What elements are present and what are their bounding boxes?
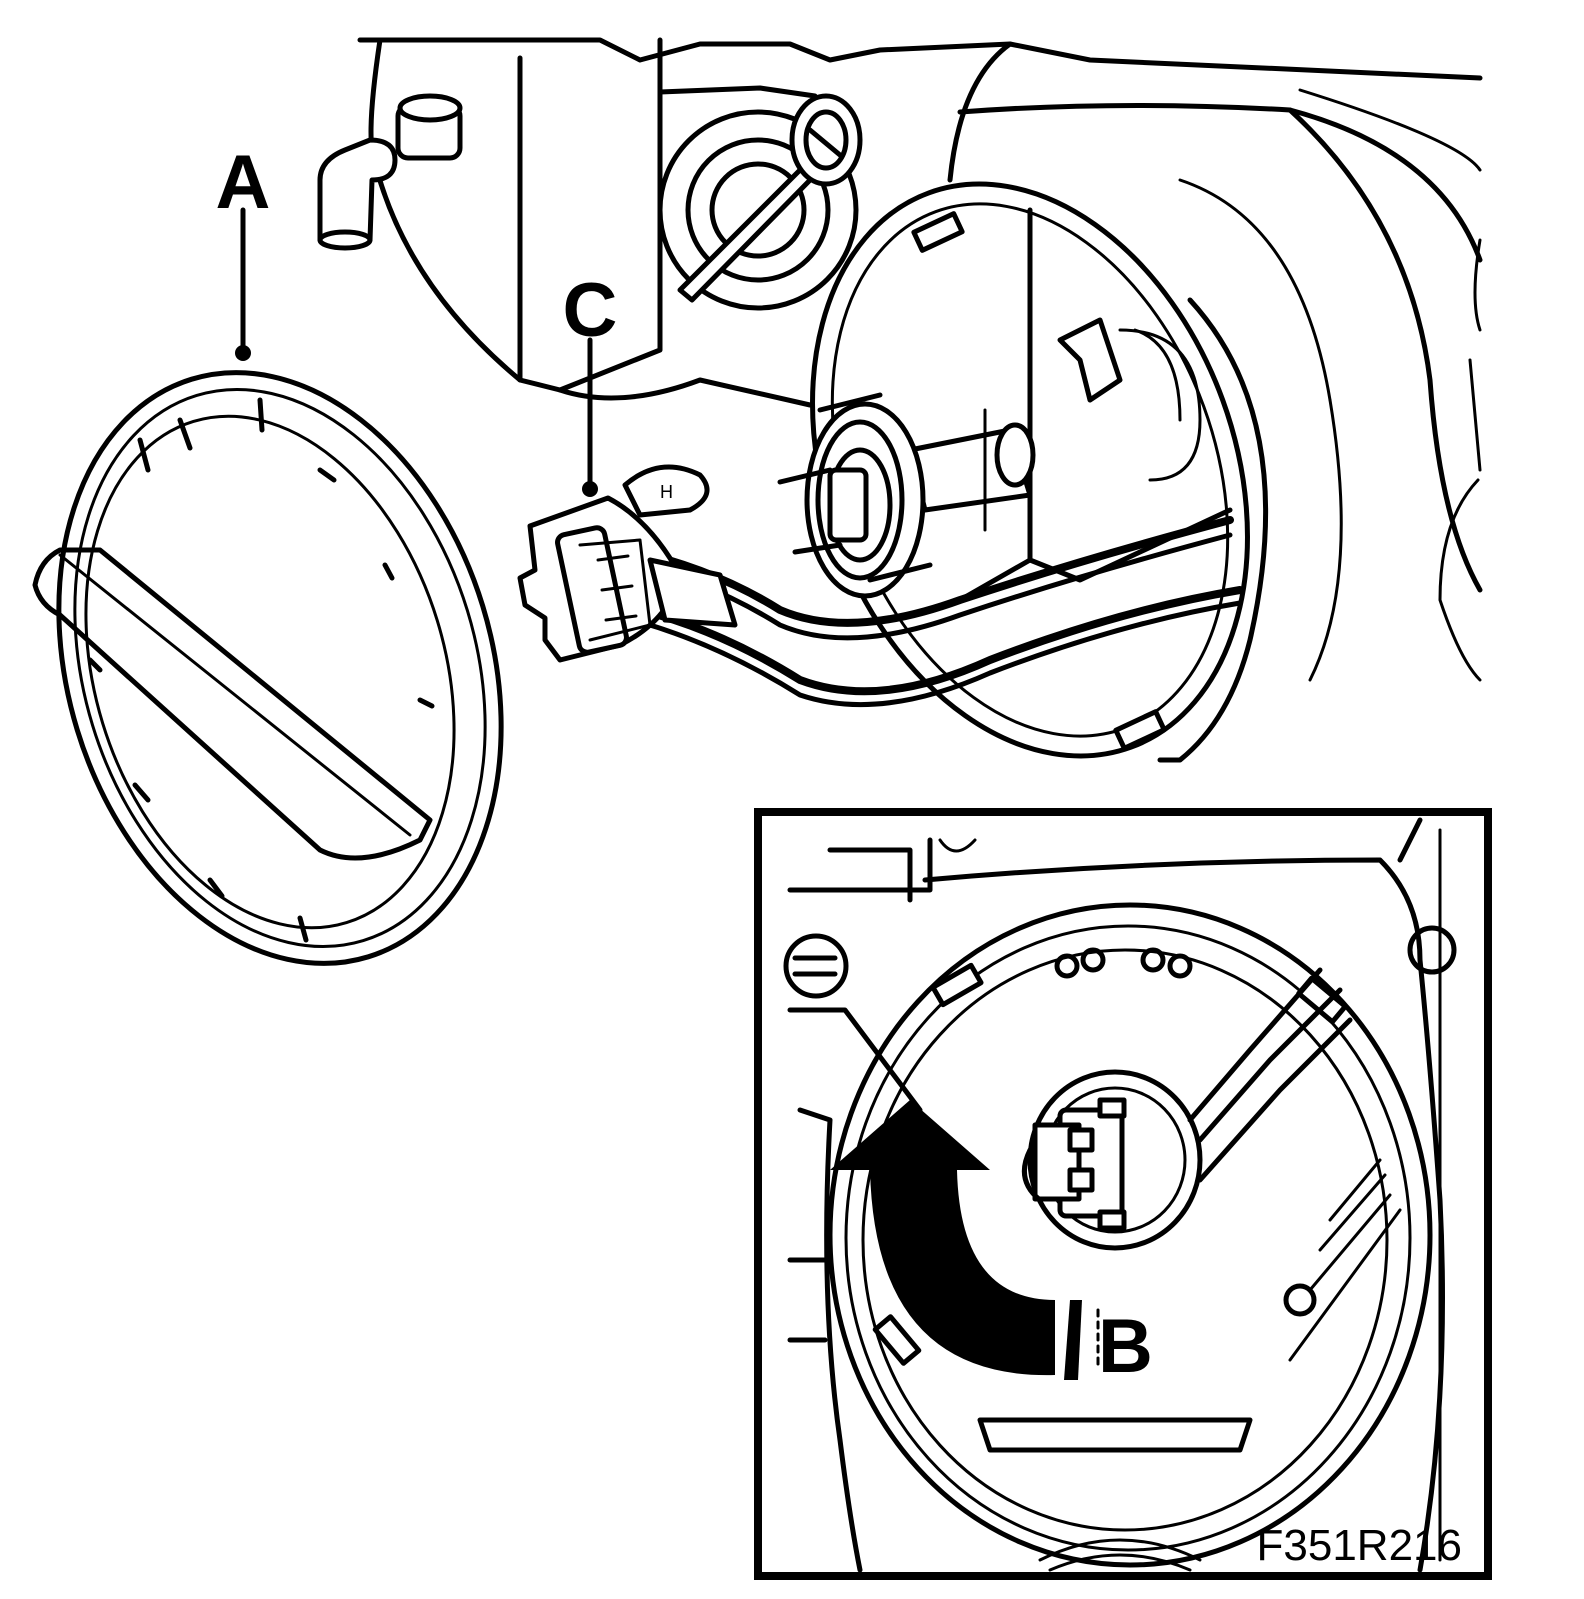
label-b: B <box>1098 1304 1153 1389</box>
leader-dot-a <box>235 345 251 361</box>
adjuster-screws <box>657 93 863 311</box>
callout-leaders <box>235 207 598 497</box>
label-c: C <box>563 268 618 353</box>
rotation-arrow <box>830 1100 1055 1376</box>
alignment-mark <box>1064 1300 1082 1380</box>
detail-inset <box>754 808 1492 1580</box>
svg-text:H: H <box>660 482 673 502</box>
connector-plug: H <box>517 464 738 663</box>
leader-dot-c <box>582 481 598 497</box>
headlamp-housing <box>317 37 1483 763</box>
label-a: A <box>216 140 271 225</box>
cover-cap <box>32 370 504 966</box>
port-cylinder <box>317 93 463 251</box>
figure-id: F351R216 <box>1257 1521 1462 1570</box>
bulb-in-socket <box>777 392 1036 599</box>
